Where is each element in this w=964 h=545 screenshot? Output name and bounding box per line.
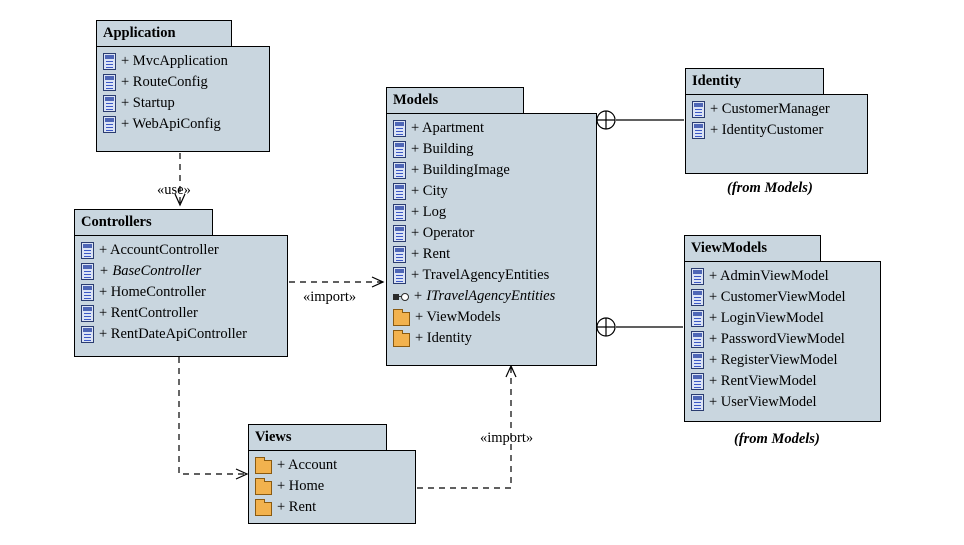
package-item[interactable]: + Log — [387, 202, 596, 223]
class-icon — [393, 162, 406, 179]
viewmodels-origin-note: (from Models) — [734, 431, 820, 447]
package-application[interactable]: Application + MvcApplication + RouteConf… — [96, 20, 270, 152]
package-item[interactable]: + City — [387, 181, 596, 202]
package-viewmodels[interactable]: ViewModels + AdminViewModel + CustomerVi… — [684, 235, 881, 422]
class-icon — [393, 246, 406, 263]
containment-circle-identity — [596, 110, 616, 130]
package-item[interactable]: + Rent — [387, 244, 596, 265]
use-label: «use» — [157, 182, 191, 198]
package-identity[interactable]: Identity + CustomerManager + IdentityCus… — [685, 68, 868, 174]
class-icon — [393, 141, 406, 158]
class-icon — [393, 120, 406, 137]
interface-icon — [393, 292, 409, 302]
package-item[interactable]: + WebApiConfig — [97, 114, 269, 135]
package-item[interactable]: + RouteConfig — [97, 72, 269, 93]
folder-icon — [255, 498, 272, 516]
package-item[interactable]: + BuildingImage — [387, 160, 596, 181]
folder-icon — [255, 456, 272, 474]
package-item[interactable]: + BaseController — [75, 261, 287, 282]
package-item[interactable]: + LoginViewModel — [685, 308, 880, 329]
package-item[interactable]: + Startup — [97, 93, 269, 114]
package-controllers[interactable]: Controllers + AccountController + BaseCo… — [74, 209, 288, 357]
folder-icon — [255, 477, 272, 495]
package-item[interactable]: + Rent — [249, 497, 415, 518]
class-icon — [692, 101, 705, 118]
folder-icon — [393, 308, 410, 326]
package-item[interactable]: + CustomerViewModel — [685, 287, 880, 308]
import-label-views-models: «import» — [480, 430, 534, 446]
package-title: Controllers — [74, 209, 213, 236]
package-item[interactable]: + AdminViewModel — [685, 266, 880, 287]
class-icon — [393, 183, 406, 200]
class-icon — [691, 352, 704, 369]
class-icon — [691, 289, 704, 306]
package-item[interactable]: + CustomerManager — [686, 99, 867, 120]
package-title: Views — [248, 424, 387, 451]
package-views[interactable]: Views + Account + Home + Rent — [248, 424, 416, 524]
class-icon — [692, 122, 705, 139]
package-item[interactable]: + MvcApplication — [97, 51, 269, 72]
class-icon — [81, 326, 94, 343]
class-icon — [103, 116, 116, 133]
package-item[interactable]: + PasswordViewModel — [685, 329, 880, 350]
import-dependency-line-views-models — [417, 364, 517, 489]
package-item[interactable]: + Operator — [387, 223, 596, 244]
class-icon — [81, 242, 94, 259]
package-item[interactable]: + AccountController — [75, 240, 287, 261]
class-icon — [81, 284, 94, 301]
package-item[interactable]: + HomeController — [75, 282, 287, 303]
package-title: Models — [386, 87, 524, 114]
class-icon — [691, 373, 704, 390]
class-icon — [103, 53, 116, 70]
class-icon — [81, 305, 94, 322]
package-item[interactable]: + RentDateApiController — [75, 324, 287, 345]
package-item[interactable]: + RentViewModel — [685, 371, 880, 392]
class-icon — [691, 268, 704, 285]
package-models[interactable]: Models + Apartment + Building + Building… — [386, 87, 597, 366]
package-title: Application — [96, 20, 232, 47]
package-item[interactable]: + TravelAgencyEntities — [387, 265, 596, 286]
class-icon — [691, 394, 704, 411]
package-item[interactable]: + IdentityCustomer — [686, 120, 867, 141]
package-title: ViewModels — [684, 235, 821, 262]
identity-origin-note: (from Models) — [727, 180, 813, 196]
package-item[interactable]: + UserViewModel — [685, 392, 880, 413]
class-icon — [393, 267, 406, 284]
package-title: Identity — [685, 68, 824, 95]
package-item[interactable]: + Account — [249, 455, 415, 476]
package-item[interactable]: + Building — [387, 139, 596, 160]
class-icon — [103, 74, 116, 91]
class-icon — [81, 263, 94, 280]
class-icon — [393, 225, 406, 242]
package-item[interactable]: + ViewModels — [387, 307, 596, 328]
class-icon — [393, 204, 406, 221]
package-item[interactable]: + ITravelAgencyEntities — [387, 286, 596, 307]
package-item[interactable]: + RegisterViewModel — [685, 350, 880, 371]
class-icon — [691, 310, 704, 327]
dependency-line-controllers-views — [178, 357, 249, 480]
folder-icon — [393, 329, 410, 347]
package-item[interactable]: + Identity — [387, 328, 596, 349]
package-item[interactable]: + Home — [249, 476, 415, 497]
class-icon — [103, 95, 116, 112]
containment-circle-viewmodels — [596, 317, 616, 337]
package-item[interactable]: + Apartment — [387, 118, 596, 139]
package-item[interactable]: + RentController — [75, 303, 287, 324]
import-label-controllers-models: «import» — [303, 289, 357, 305]
class-icon — [691, 331, 704, 348]
